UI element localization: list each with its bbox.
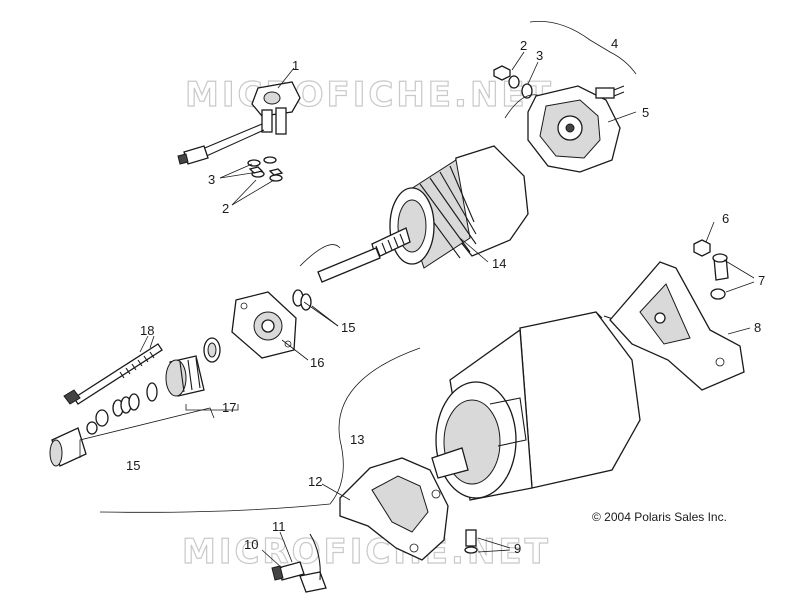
callout-12: 12 bbox=[308, 474, 322, 489]
callout-6: 6 bbox=[722, 211, 729, 226]
callout-15-mid: 15 bbox=[341, 320, 355, 335]
watermark-bottom: MICROFICHE.NET bbox=[182, 532, 551, 572]
callout-1: 1 bbox=[292, 58, 299, 73]
callout-15-low: 15 bbox=[126, 458, 140, 473]
group-bracket-17 bbox=[185, 404, 239, 411]
callout-17: 17 bbox=[222, 400, 236, 415]
end-cap-part bbox=[527, 85, 625, 173]
group-bracket-13-top bbox=[299, 244, 341, 267]
group-bracket-13 bbox=[99, 347, 421, 513]
group-bracket-15 bbox=[79, 407, 215, 458]
mounting-bracket-part bbox=[609, 261, 745, 391]
mounting-plate-part bbox=[339, 457, 449, 561]
callout-3-top: 3 bbox=[536, 48, 543, 63]
callout-13: 13 bbox=[350, 432, 364, 447]
spring-kit-part bbox=[49, 393, 140, 467]
bracket-fasteners bbox=[693, 239, 729, 300]
armature-part bbox=[317, 145, 529, 283]
watermark-top: MICROFICHE.NET bbox=[185, 75, 554, 115]
callout-18: 18 bbox=[140, 323, 154, 338]
through-bolt-part bbox=[63, 343, 163, 405]
callout-2-left: 2 bbox=[222, 201, 229, 216]
callout-8: 8 bbox=[754, 320, 761, 335]
leader-lines bbox=[139, 51, 755, 569]
callout-9: 9 bbox=[514, 541, 521, 556]
end-cap-nuts bbox=[493, 65, 546, 119]
copyright-notice: © 2004 Polaris Sales Inc. bbox=[592, 510, 727, 524]
pinion-gear-part bbox=[146, 355, 205, 402]
callout-4: 4 bbox=[611, 36, 618, 51]
plate-fasteners bbox=[271, 529, 478, 593]
nuts-washers-left bbox=[247, 156, 284, 182]
callout-2-top: 2 bbox=[520, 38, 527, 53]
callout-11: 11 bbox=[272, 519, 286, 534]
callout-5: 5 bbox=[642, 105, 649, 120]
drive-housing-part bbox=[203, 291, 297, 363]
callout-7: 7 bbox=[758, 273, 765, 288]
callout-16: 16 bbox=[310, 355, 324, 370]
starter-motor-body bbox=[431, 311, 641, 501]
solenoid-switch-part bbox=[177, 81, 301, 165]
callout-10: 10 bbox=[244, 537, 258, 552]
washers-mid bbox=[292, 289, 312, 311]
group-bracket-4 bbox=[529, 21, 637, 75]
callout-14: 14 bbox=[492, 256, 506, 271]
callout-3-left: 3 bbox=[208, 172, 215, 187]
